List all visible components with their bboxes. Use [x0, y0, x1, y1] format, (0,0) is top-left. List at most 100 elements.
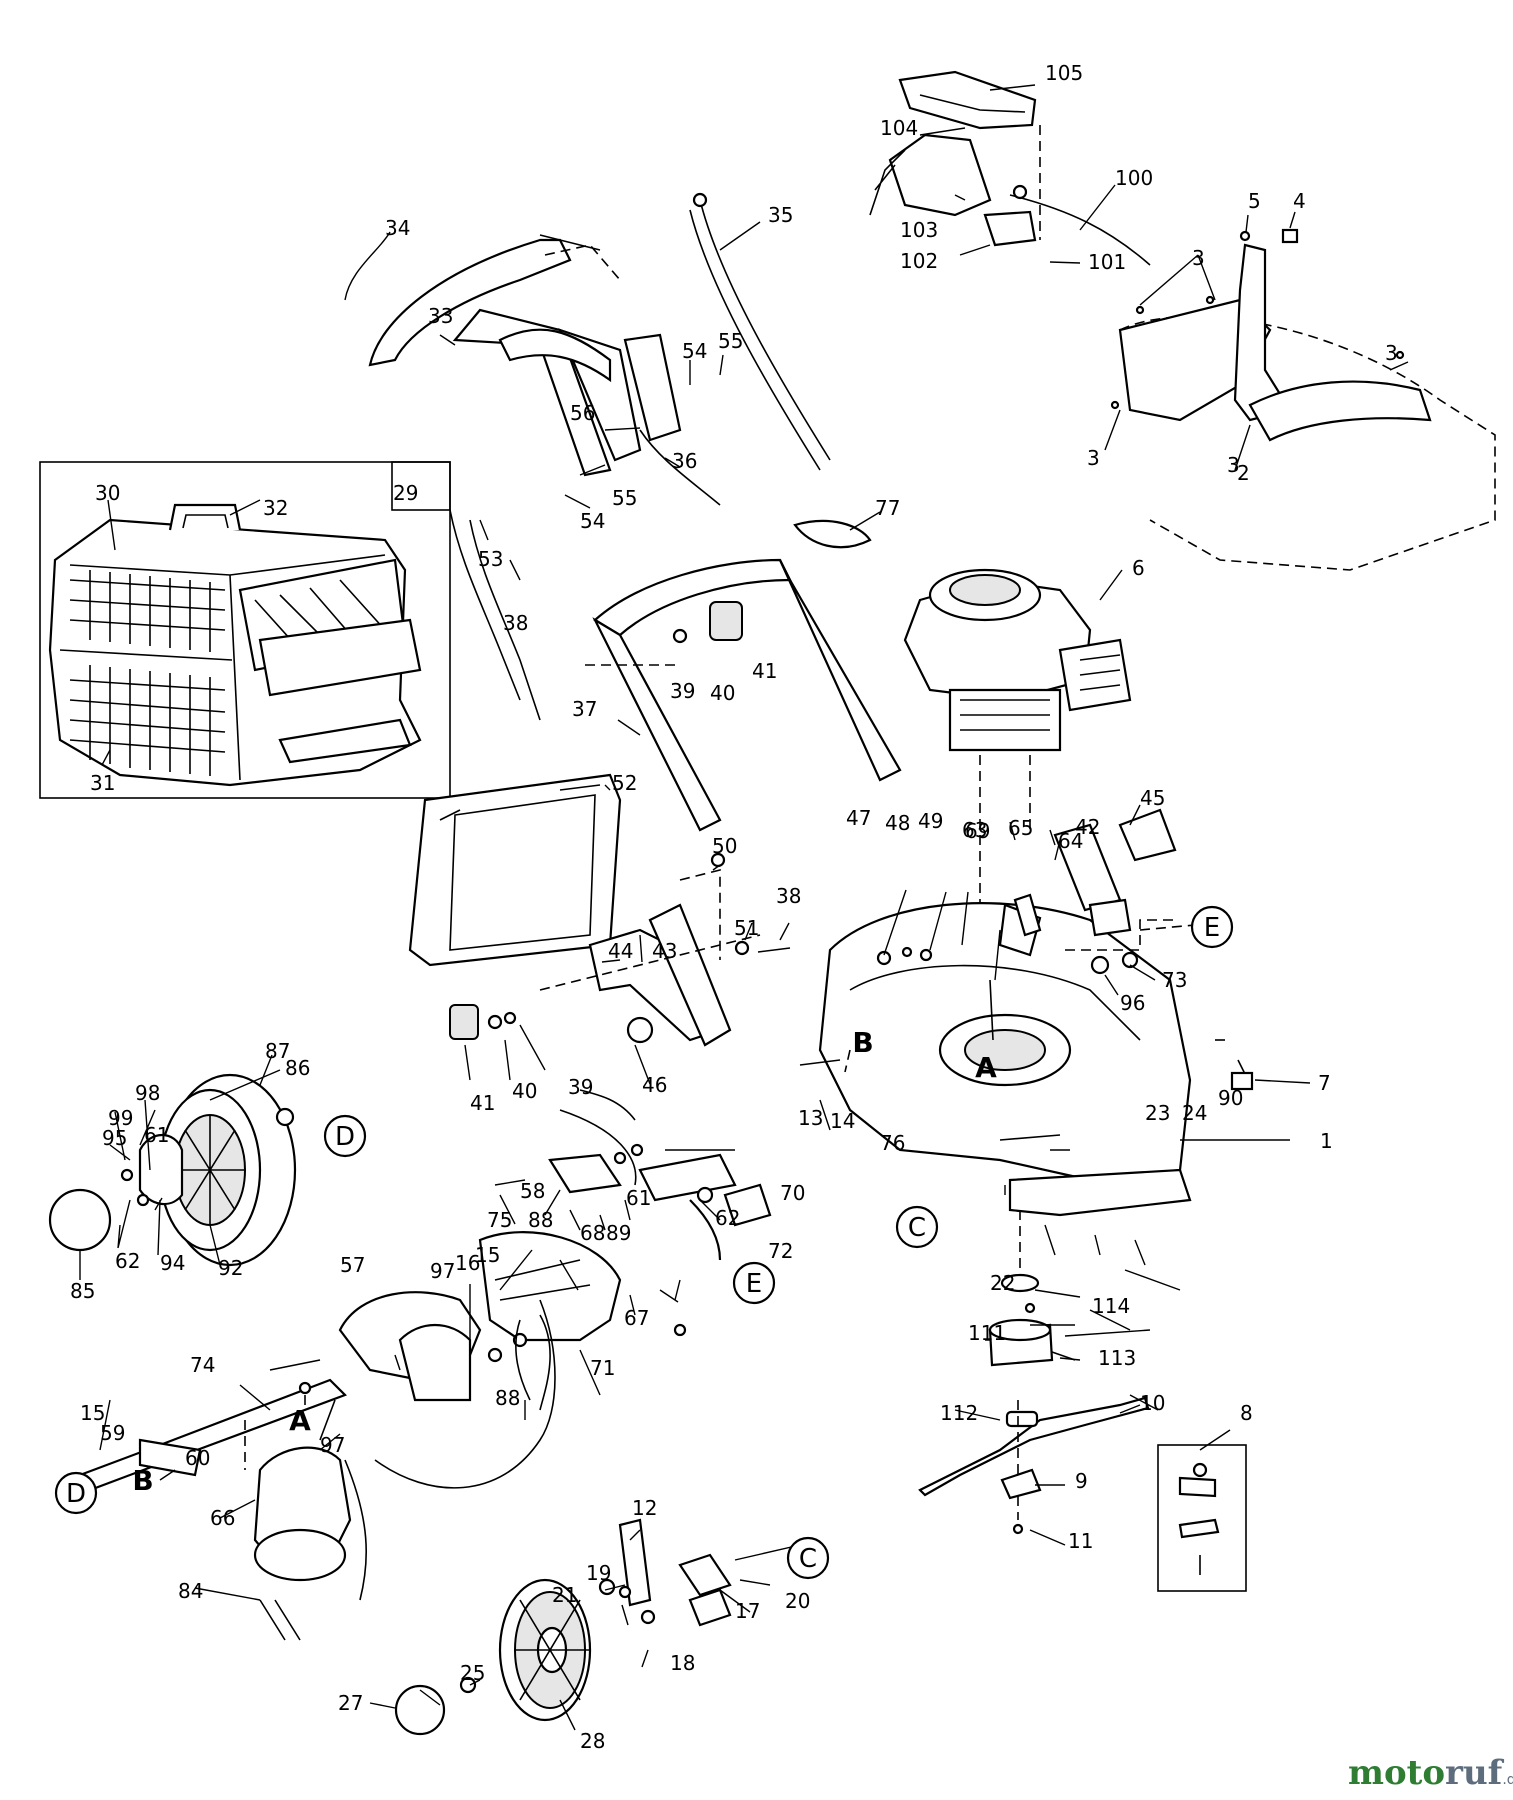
- part-number-label: 99: [108, 1106, 133, 1130]
- part-number-label: 87: [265, 1039, 290, 1063]
- part-number-label: 15: [475, 1243, 500, 1267]
- rear-wheel: [48, 1073, 297, 1267]
- part-number-label: 63: [962, 818, 987, 842]
- part-number-label: 102: [900, 249, 938, 273]
- section-letter: A: [289, 1404, 311, 1437]
- part-number-label: 66: [210, 1506, 235, 1530]
- part-number-label: 39: [568, 1075, 593, 1099]
- part-number-label: 88: [495, 1386, 520, 1410]
- drive-assembly: [78, 1089, 772, 1641]
- part-number-label: 3: [1385, 341, 1398, 365]
- part-number-label: 89: [606, 1221, 631, 1245]
- part-number-label: 58: [520, 1179, 545, 1203]
- front-wheel: [394, 1518, 732, 1736]
- part-number-label: 76: [880, 1131, 905, 1155]
- part-number-label: 5: [1248, 189, 1261, 213]
- part-number-label: 28: [580, 1729, 605, 1753]
- part-number-label: 111: [968, 1321, 1006, 1345]
- part-number-label: 94: [160, 1251, 185, 1275]
- part-number-label: 7: [1318, 1071, 1331, 1095]
- part-number-label: 88: [528, 1208, 553, 1232]
- part-number-label: 34: [385, 216, 410, 240]
- blade-assembly: [918, 1210, 1247, 1592]
- part-number-label: 1: [1320, 1129, 1333, 1153]
- part-number-label: 95: [102, 1126, 127, 1150]
- catcher-frame: [408, 773, 622, 967]
- part-number-label: 61: [626, 1186, 651, 1210]
- part-number-label: 24: [1182, 1101, 1207, 1125]
- part-number-label: 46: [642, 1073, 667, 1097]
- part-number-label: 9: [1075, 1469, 1088, 1493]
- part-number-label: 29: [393, 481, 418, 505]
- circled-letter: E: [1204, 913, 1220, 943]
- part-number-label: 14: [830, 1109, 855, 1133]
- circled-letter: D: [66, 1479, 86, 1509]
- part-number-label: 98: [135, 1081, 160, 1105]
- circled-letter: E: [746, 1269, 762, 1299]
- part-number-label: 2: [1237, 461, 1250, 485]
- grass-bag-inset: [39, 461, 451, 799]
- rear-deflector: [1110, 228, 1496, 571]
- circled-letter: D: [335, 1122, 355, 1152]
- part-number-label: 16: [455, 1251, 480, 1275]
- part-number-label: 43: [652, 939, 677, 963]
- part-number-label: 69: [965, 819, 990, 843]
- part-number-label: 54: [580, 509, 605, 533]
- part-number-label: 97: [430, 1259, 455, 1283]
- part-number-label: 35: [768, 203, 793, 227]
- lower-handle: [585, 519, 902, 832]
- part-number-label: 17: [735, 1599, 760, 1623]
- part-number-label: 112: [940, 1401, 978, 1425]
- upper-handle: [368, 192, 831, 721]
- part-number-label: 103: [900, 218, 938, 242]
- part-number-label: 90: [1218, 1086, 1243, 1110]
- part-number-label: 8: [1240, 1401, 1253, 1425]
- part-number-label: 20: [785, 1589, 810, 1613]
- part-number-label: 38: [503, 611, 528, 635]
- part-number-label: 41: [752, 659, 777, 683]
- part-number-label: 40: [512, 1079, 537, 1103]
- engine: [903, 568, 1132, 1020]
- part-number-label: 47: [846, 806, 871, 830]
- part-number-label: 68: [580, 1221, 605, 1245]
- mower-deck: [799, 902, 1254, 1217]
- part-number-label: 54: [682, 339, 707, 363]
- part-number-label: 31: [90, 771, 115, 795]
- part-number-label: 65: [1008, 816, 1033, 840]
- part-number-label: 39: [670, 679, 695, 703]
- part-number-label: 113: [1098, 1346, 1136, 1370]
- part-number-label: 114: [1092, 1294, 1130, 1318]
- circled-reference-markers: [54, 905, 1234, 1580]
- rear-axle-cover: [1013, 808, 1196, 975]
- part-number-label: 105: [1045, 61, 1083, 85]
- part-number-label: 73: [1162, 968, 1187, 992]
- part-number-label: 70: [780, 1181, 805, 1205]
- part-number-label: 48: [885, 811, 910, 835]
- part-number-label: 50: [712, 834, 737, 858]
- part-number-label: 12: [632, 1496, 657, 1520]
- part-number-label: 52: [612, 771, 637, 795]
- part-number-label: 61: [144, 1123, 169, 1147]
- part-number-label: 42: [1075, 815, 1100, 839]
- part-number-label: 97: [320, 1433, 345, 1457]
- part-number-label: 41: [470, 1091, 495, 1115]
- part-number-label: 19: [586, 1561, 611, 1585]
- part-number-label: 13: [798, 1106, 823, 1130]
- part-number-label: 101: [1088, 250, 1126, 274]
- part-number-label: 51: [734, 916, 759, 940]
- part-number-label: 60: [185, 1446, 210, 1470]
- part-number-label: 22: [990, 1271, 1015, 1295]
- section-letter: B: [132, 1464, 153, 1497]
- part-number-label: 72: [768, 1239, 793, 1263]
- part-number-label: 30: [95, 481, 120, 505]
- part-number-label: 77: [875, 496, 900, 520]
- part-number-label: 15: [80, 1401, 105, 1425]
- part-number-label: 49: [918, 809, 943, 833]
- flap-assembly: [869, 70, 1151, 266]
- circled-letter: C: [908, 1213, 926, 1243]
- part-number-label: 55: [718, 329, 743, 353]
- part-number-label: 71: [590, 1356, 615, 1380]
